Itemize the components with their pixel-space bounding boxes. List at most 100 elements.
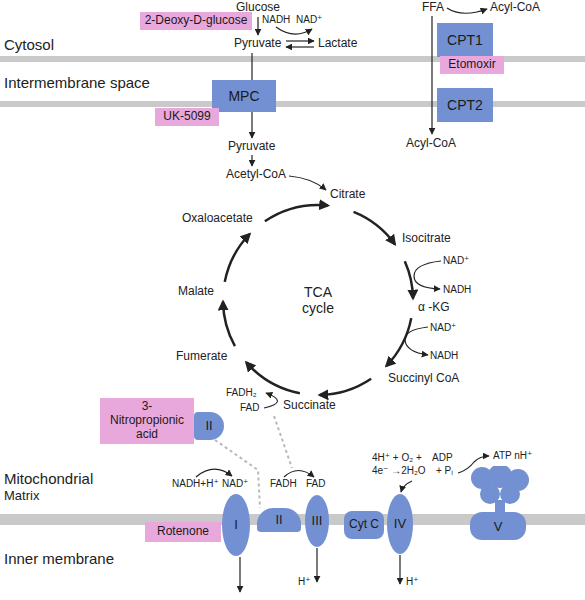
atp-synthase-part <box>480 484 500 504</box>
pathway-label: Acyl-CoA <box>490 1 540 15</box>
atp-synthase: V <box>462 466 534 544</box>
tca-cycle-arc <box>405 261 413 298</box>
pathway-label: NADH <box>262 14 290 26</box>
node-text: III <box>312 514 323 529</box>
electron-transfer-dots <box>274 416 292 468</box>
reaction-arrow <box>401 481 412 492</box>
reaction-arrow <box>251 155 252 166</box>
reaction-arrow <box>316 548 317 582</box>
pathway-label: FAD <box>306 478 325 490</box>
pathway-label: ADP <box>432 452 453 464</box>
reaction-arrow <box>286 46 314 47</box>
node-text: CPT1 <box>447 32 483 48</box>
tca-cycle-arc <box>223 302 235 346</box>
complex-ellipse: I <box>222 494 250 556</box>
pathway-label: NADH <box>443 284 471 296</box>
reaction-arrow <box>399 555 400 584</box>
pathway-label: α -KG <box>418 301 450 315</box>
node-text: Rotenone <box>157 525 209 539</box>
pathway-label: Acyl-CoA <box>406 137 456 151</box>
tca-cycle-arc <box>354 212 395 244</box>
reaction-arrow <box>276 27 312 34</box>
pathway-label: NAD⁺ <box>222 478 248 490</box>
complex-ellipse: IV <box>387 494 413 554</box>
tca-cycle-arc <box>320 379 371 395</box>
pathway-label: FAD <box>240 402 259 414</box>
reaction-arrow <box>239 557 240 592</box>
node-text: CPT2 <box>447 97 483 113</box>
inhibitor-box: UK-5099 <box>155 108 219 126</box>
node-text: MPC <box>228 88 259 104</box>
pathway-label: Pyruvate <box>234 37 281 51</box>
reaction-arrow <box>447 8 487 13</box>
pathway-label: Acetyl-CoA <box>226 168 286 182</box>
tca-cycle-arc <box>265 205 328 221</box>
node-text: Etomoxir <box>448 58 495 72</box>
pathway-label: FADH <box>270 478 297 490</box>
pathway-label: NAD⁺ <box>443 255 469 267</box>
pathway-label: FADH₂ <box>226 387 257 399</box>
reaction-arrow <box>257 17 258 35</box>
tca-cycle-arc <box>223 205 413 395</box>
node-text: 2-Deoxy-D-glucose <box>145 14 248 28</box>
pathway-label: Oxaloacetate <box>182 212 253 226</box>
node-text: Cyt C <box>349 518 379 532</box>
pathway-label: H⁺ <box>298 576 311 588</box>
pathway-label: Malate <box>178 285 214 299</box>
pathway-label: 4e⁻ →2H₂O <box>372 465 426 477</box>
pathway-label: NAD⁺ <box>430 322 456 334</box>
pathway-label: H⁺ <box>406 576 419 588</box>
membrane-band <box>0 56 585 525</box>
pathway-label: NAD⁺ <box>296 14 322 26</box>
pathway-label: + Pᵢ <box>436 465 453 477</box>
inhibitor-box: 2-Deoxy-D-glucose <box>140 12 252 30</box>
pathway-label: Pyruvate <box>228 140 275 154</box>
node-text: II <box>275 513 282 528</box>
node-text: II <box>205 419 212 434</box>
atp-synthase-part <box>495 500 505 514</box>
pathway-label: Citrate <box>330 188 365 202</box>
reaction-arrow <box>264 393 278 408</box>
pathway-label: Mitochondrial <box>4 470 93 487</box>
reaction-arrow <box>286 40 314 41</box>
transporter-box: MPC <box>212 80 276 112</box>
pathway-label: Lactate <box>318 37 357 51</box>
pathway-label: TCA cycle <box>302 284 334 316</box>
pathway-label: Fumerate <box>176 350 227 364</box>
tca-cycle-arc <box>386 318 411 366</box>
pathway-label: Isocitrate <box>402 232 451 246</box>
atp-synthase-part <box>500 484 520 504</box>
node-text: V <box>494 520 503 535</box>
reaction-arrow <box>431 16 432 134</box>
pathway-label: NADH+H⁺ <box>172 478 219 490</box>
pathway-label: NADH <box>430 350 458 362</box>
atp-synthase-part <box>470 512 526 540</box>
complex-shape: II <box>257 508 301 532</box>
cytochrome-box: Cyt C <box>344 511 384 539</box>
tca-cycle-arc <box>225 234 250 282</box>
membrane-band <box>0 101 585 107</box>
pathway-label: Inner membrane <box>4 550 114 567</box>
electron-transfer-dots <box>274 416 292 468</box>
pathway-label: FFA <box>422 1 444 15</box>
complex-ellipse: III <box>305 495 329 547</box>
reaction-arrow <box>196 469 232 477</box>
inhibitor-box: Rotenone <box>145 522 221 542</box>
transporter-box: CPT2 <box>437 88 493 122</box>
node-text: 3-Nitropropionic acid <box>110 400 184 441</box>
reaction-arrow <box>284 471 314 478</box>
inhibitor-box: 3-Nitropropionic acid <box>100 398 194 444</box>
node-text: I <box>234 518 238 533</box>
complex-shape: II <box>194 412 224 440</box>
pathway-label: Succinyl CoA <box>388 372 459 386</box>
pathway-label: ATP nH⁺ <box>493 450 532 462</box>
node-text: UK-5099 <box>163 110 210 124</box>
inhibitor-box: Etomoxir <box>440 56 504 74</box>
pathway-label: Intermembrane space <box>4 74 150 91</box>
pathway-label: Glucose <box>236 1 280 15</box>
transporter-box: CPT1 <box>437 23 493 57</box>
pathway-label: 4H⁺ + O₂ + <box>372 452 422 464</box>
node-text: IV <box>394 517 406 532</box>
pathway-label: Matrix <box>4 489 39 504</box>
